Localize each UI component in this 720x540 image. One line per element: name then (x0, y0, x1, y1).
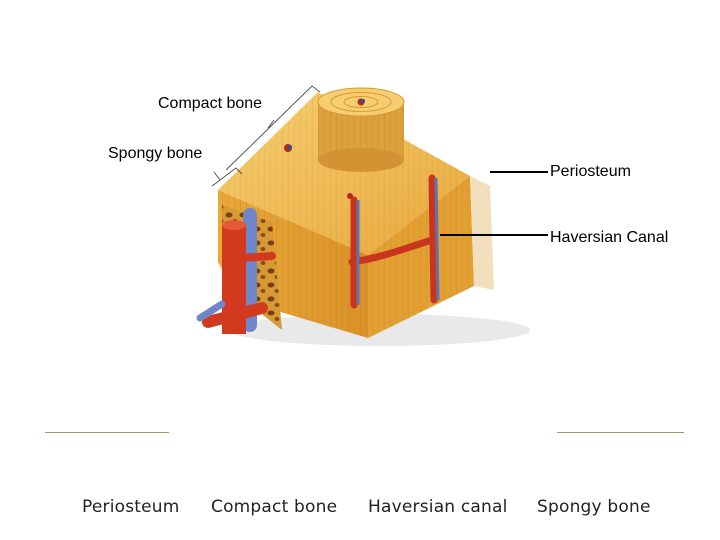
osteon-cylinder-base (318, 148, 404, 172)
word-bank-item: Compact bone (211, 497, 338, 517)
word-bank-item: Periosteum (82, 497, 180, 517)
word-bank-item: Haversian canal (368, 497, 508, 517)
periosteum-layer (470, 176, 494, 290)
compact-bone-bracket (225, 85, 321, 171)
label-haversian-canal: Haversian Canal (550, 229, 669, 246)
label-spongy-bone: Spongy bone (108, 145, 203, 162)
label-periosteum: Periosteum (550, 163, 631, 180)
answer-line-right (557, 432, 684, 433)
haversian-vessel (348, 174, 438, 309)
word-bank-item: Spongy bone (537, 497, 651, 517)
label-compact-bone: Compact bone (158, 95, 263, 112)
osteon-opening (347, 193, 353, 199)
answer-line-left (45, 432, 169, 433)
